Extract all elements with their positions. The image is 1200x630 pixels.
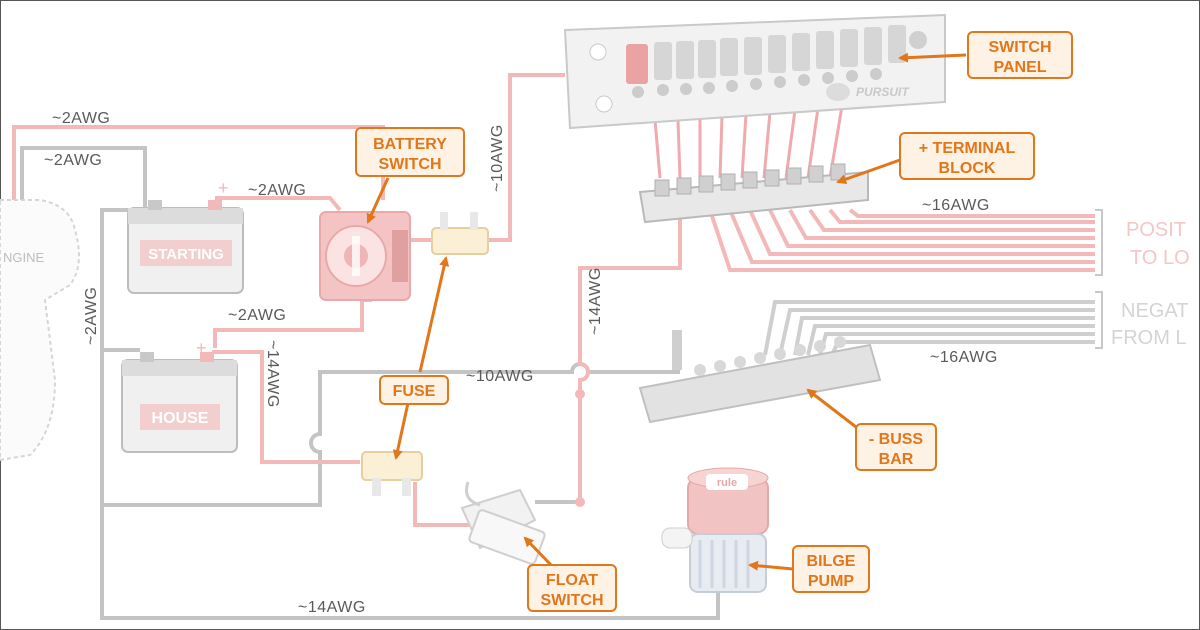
callout-battery-switch-line1: BATTERY: [373, 136, 447, 153]
wire-label-vertical-2awg: ~2AWG: [83, 287, 100, 345]
callout-terminal-block-line1: + TERMINAL: [919, 140, 1016, 157]
negative-note-line2: FROM L: [1111, 327, 1187, 349]
house-battery: HOUSE - +: [121, 338, 238, 453]
engine-ground-wire: [20, 146, 147, 210]
junction-dot: [575, 497, 585, 507]
callout-bilge-pump-line2: PUMP: [808, 573, 855, 590]
bilge-pump: rule: [661, 467, 769, 593]
house-to-fuse-wire: [212, 350, 360, 464]
callout-float-switch-line2: SWITCH: [540, 592, 603, 609]
wire-label-battery-2awg: ~2AWG: [248, 182, 306, 199]
house-minus-sign: -: [142, 346, 148, 366]
callout-battery-switch: BATTERY SWITCH: [355, 127, 465, 177]
pump-brand-label: rule: [717, 477, 737, 489]
callout-switch-panel-line2: PANEL: [993, 59, 1046, 76]
float-switch: [460, 481, 546, 565]
wire-label-bottom-14awg: ~14AWG: [298, 599, 366, 616]
terminal-block: [638, 163, 869, 224]
callout-float-switch-line1: FLOAT: [546, 572, 598, 589]
main-negative-wire: [100, 208, 720, 620]
positive-note-line1: POSIT: [1126, 219, 1186, 241]
callout-buss-bar: - BUSS BAR: [855, 423, 937, 471]
buss-bar: [638, 330, 882, 424]
callout-terminal-block: + TERMINAL BLOCK: [899, 132, 1035, 180]
callout-fuse-label: FUSE: [393, 383, 436, 400]
wire-label-house-14awg: ~14AWG: [264, 340, 281, 408]
house-plus-sign: +: [196, 338, 207, 358]
float-switch-negative: [535, 482, 582, 504]
panel-brand-label: PURSUIT: [856, 85, 910, 99]
house-battery-label: HOUSE: [152, 410, 209, 427]
callout-terminal-block-line2: BLOCK: [939, 160, 996, 177]
fuse-lower: [361, 451, 423, 496]
wire-label-terminal-16awg: ~16AWG: [922, 197, 990, 214]
starting-battery: STARTING +: [127, 178, 244, 294]
junction-dot: [575, 389, 585, 399]
fuse-to-float-wire: [413, 482, 470, 527]
callout-bilge-pump: BILGE PUMP: [792, 545, 870, 593]
callout-fuse: FUSE: [379, 375, 449, 405]
terminal-to-bilge-wire: [578, 218, 682, 500]
wire-label-top-2awg: ~2AWG: [52, 110, 110, 127]
callout-bilge-pump-line1: BILGE: [807, 553, 856, 570]
negative-bracket: [1095, 291, 1103, 349]
callout-switch-panel: SWITCH PANEL: [967, 31, 1073, 79]
positive-note-line2: TO LO: [1130, 247, 1190, 269]
positive-bracket: [1095, 209, 1103, 276]
positive-wires: [12, 73, 682, 527]
starting-plus-sign: +: [218, 178, 229, 198]
callout-battery-switch-line2: SWITCH: [378, 156, 441, 173]
starting-battery-label: STARTING: [148, 246, 224, 263]
positive-load-wires: [708, 208, 1095, 272]
wire-label-panel-10awg: ~10AWG: [489, 124, 506, 192]
callout-buss-bar-line1: - BUSS: [869, 431, 924, 448]
wire-label-mid-2awg: ~2AWG: [44, 152, 102, 169]
wire-label-house-2awg: ~2AWG: [228, 307, 286, 324]
house-negative-return: [102, 470, 322, 507]
callout-buss-bar-line2: BAR: [879, 451, 914, 468]
switch-panel: PURSUIT: [563, 13, 946, 130]
engine: NGINE: [0, 199, 80, 462]
callout-arrows: [366, 52, 967, 571]
callout-switch-panel-line1: SWITCH: [988, 39, 1051, 56]
callout-float-switch: FLOAT SWITCH: [527, 564, 617, 612]
starting-battery-positive: [215, 196, 342, 212]
wire-label-buss-16awg: ~16AWG: [930, 349, 998, 366]
negative-note-line1: NEGAT: [1121, 300, 1188, 322]
engine-label: NGINE: [3, 250, 45, 265]
wire-label-fuse-10awg: ~10AWG: [466, 368, 534, 385]
panel-feed-wire: [485, 73, 565, 242]
battery-switch: [319, 211, 411, 301]
fuse-upper: [431, 212, 489, 255]
wire-label-bilge-14awg: ~14AWG: [587, 267, 604, 335]
